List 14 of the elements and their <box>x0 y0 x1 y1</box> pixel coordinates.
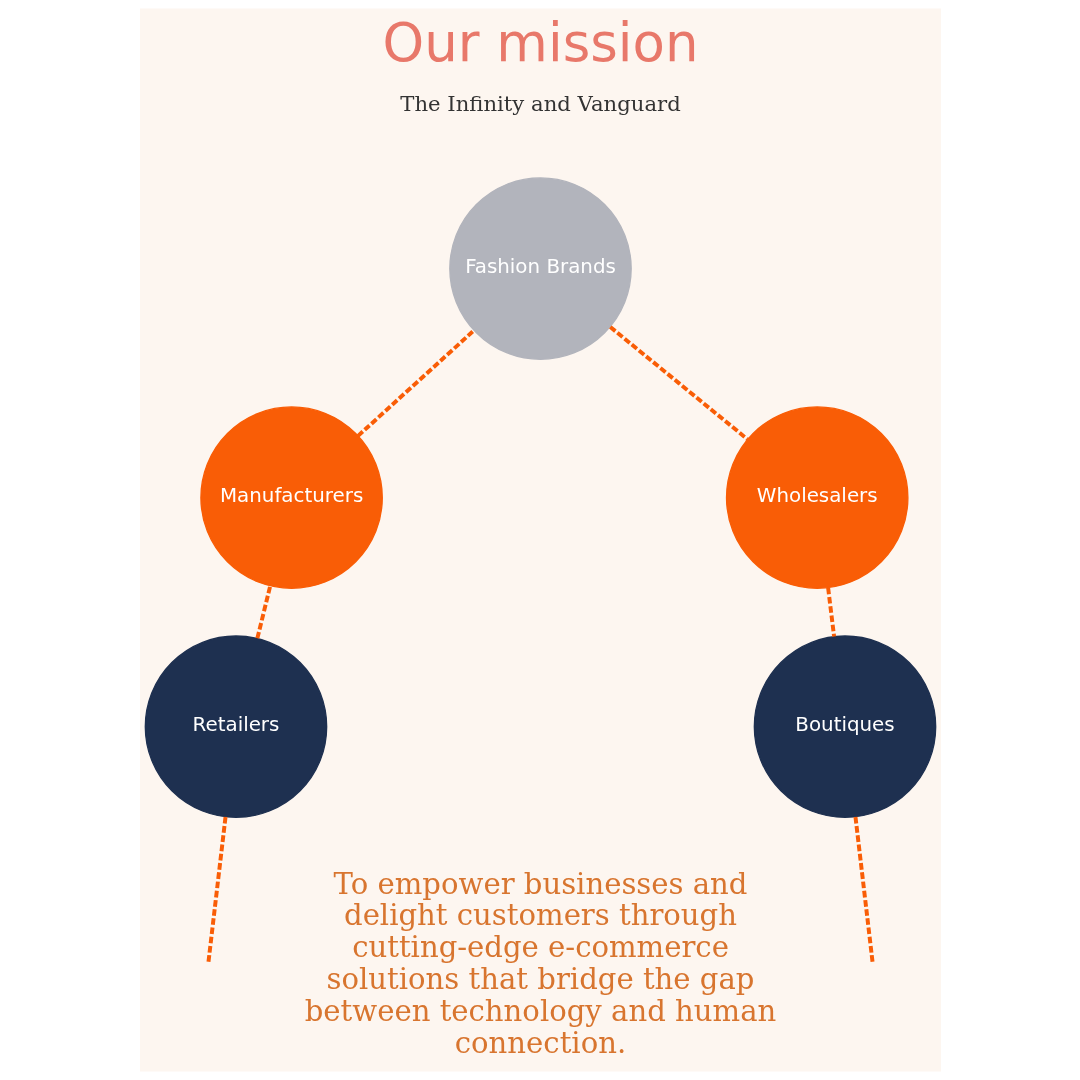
label: To empower businesses and delight customers through cutting-edge e-commerce solutions that bridge the gap between technology and human connection. <box>304 866 776 1060</box>
node-circle: Wholesalers <box>725 406 909 589</box>
connector <box>254 585 272 639</box>
connector <box>853 816 875 965</box>
node-circle: Manufacturers <box>199 406 383 589</box>
connector <box>608 325 749 441</box>
node-circle: Retailers <box>144 635 327 819</box>
node-circle: Boutiques <box>753 635 936 819</box>
connector <box>205 816 227 965</box>
label: The Infinity and Vanguard <box>399 91 681 117</box>
node-circle: Fashion Brands <box>448 177 632 360</box>
connector <box>825 587 836 637</box>
connector <box>356 329 475 438</box>
diagram-title: Our mission <box>382 12 698 74</box>
